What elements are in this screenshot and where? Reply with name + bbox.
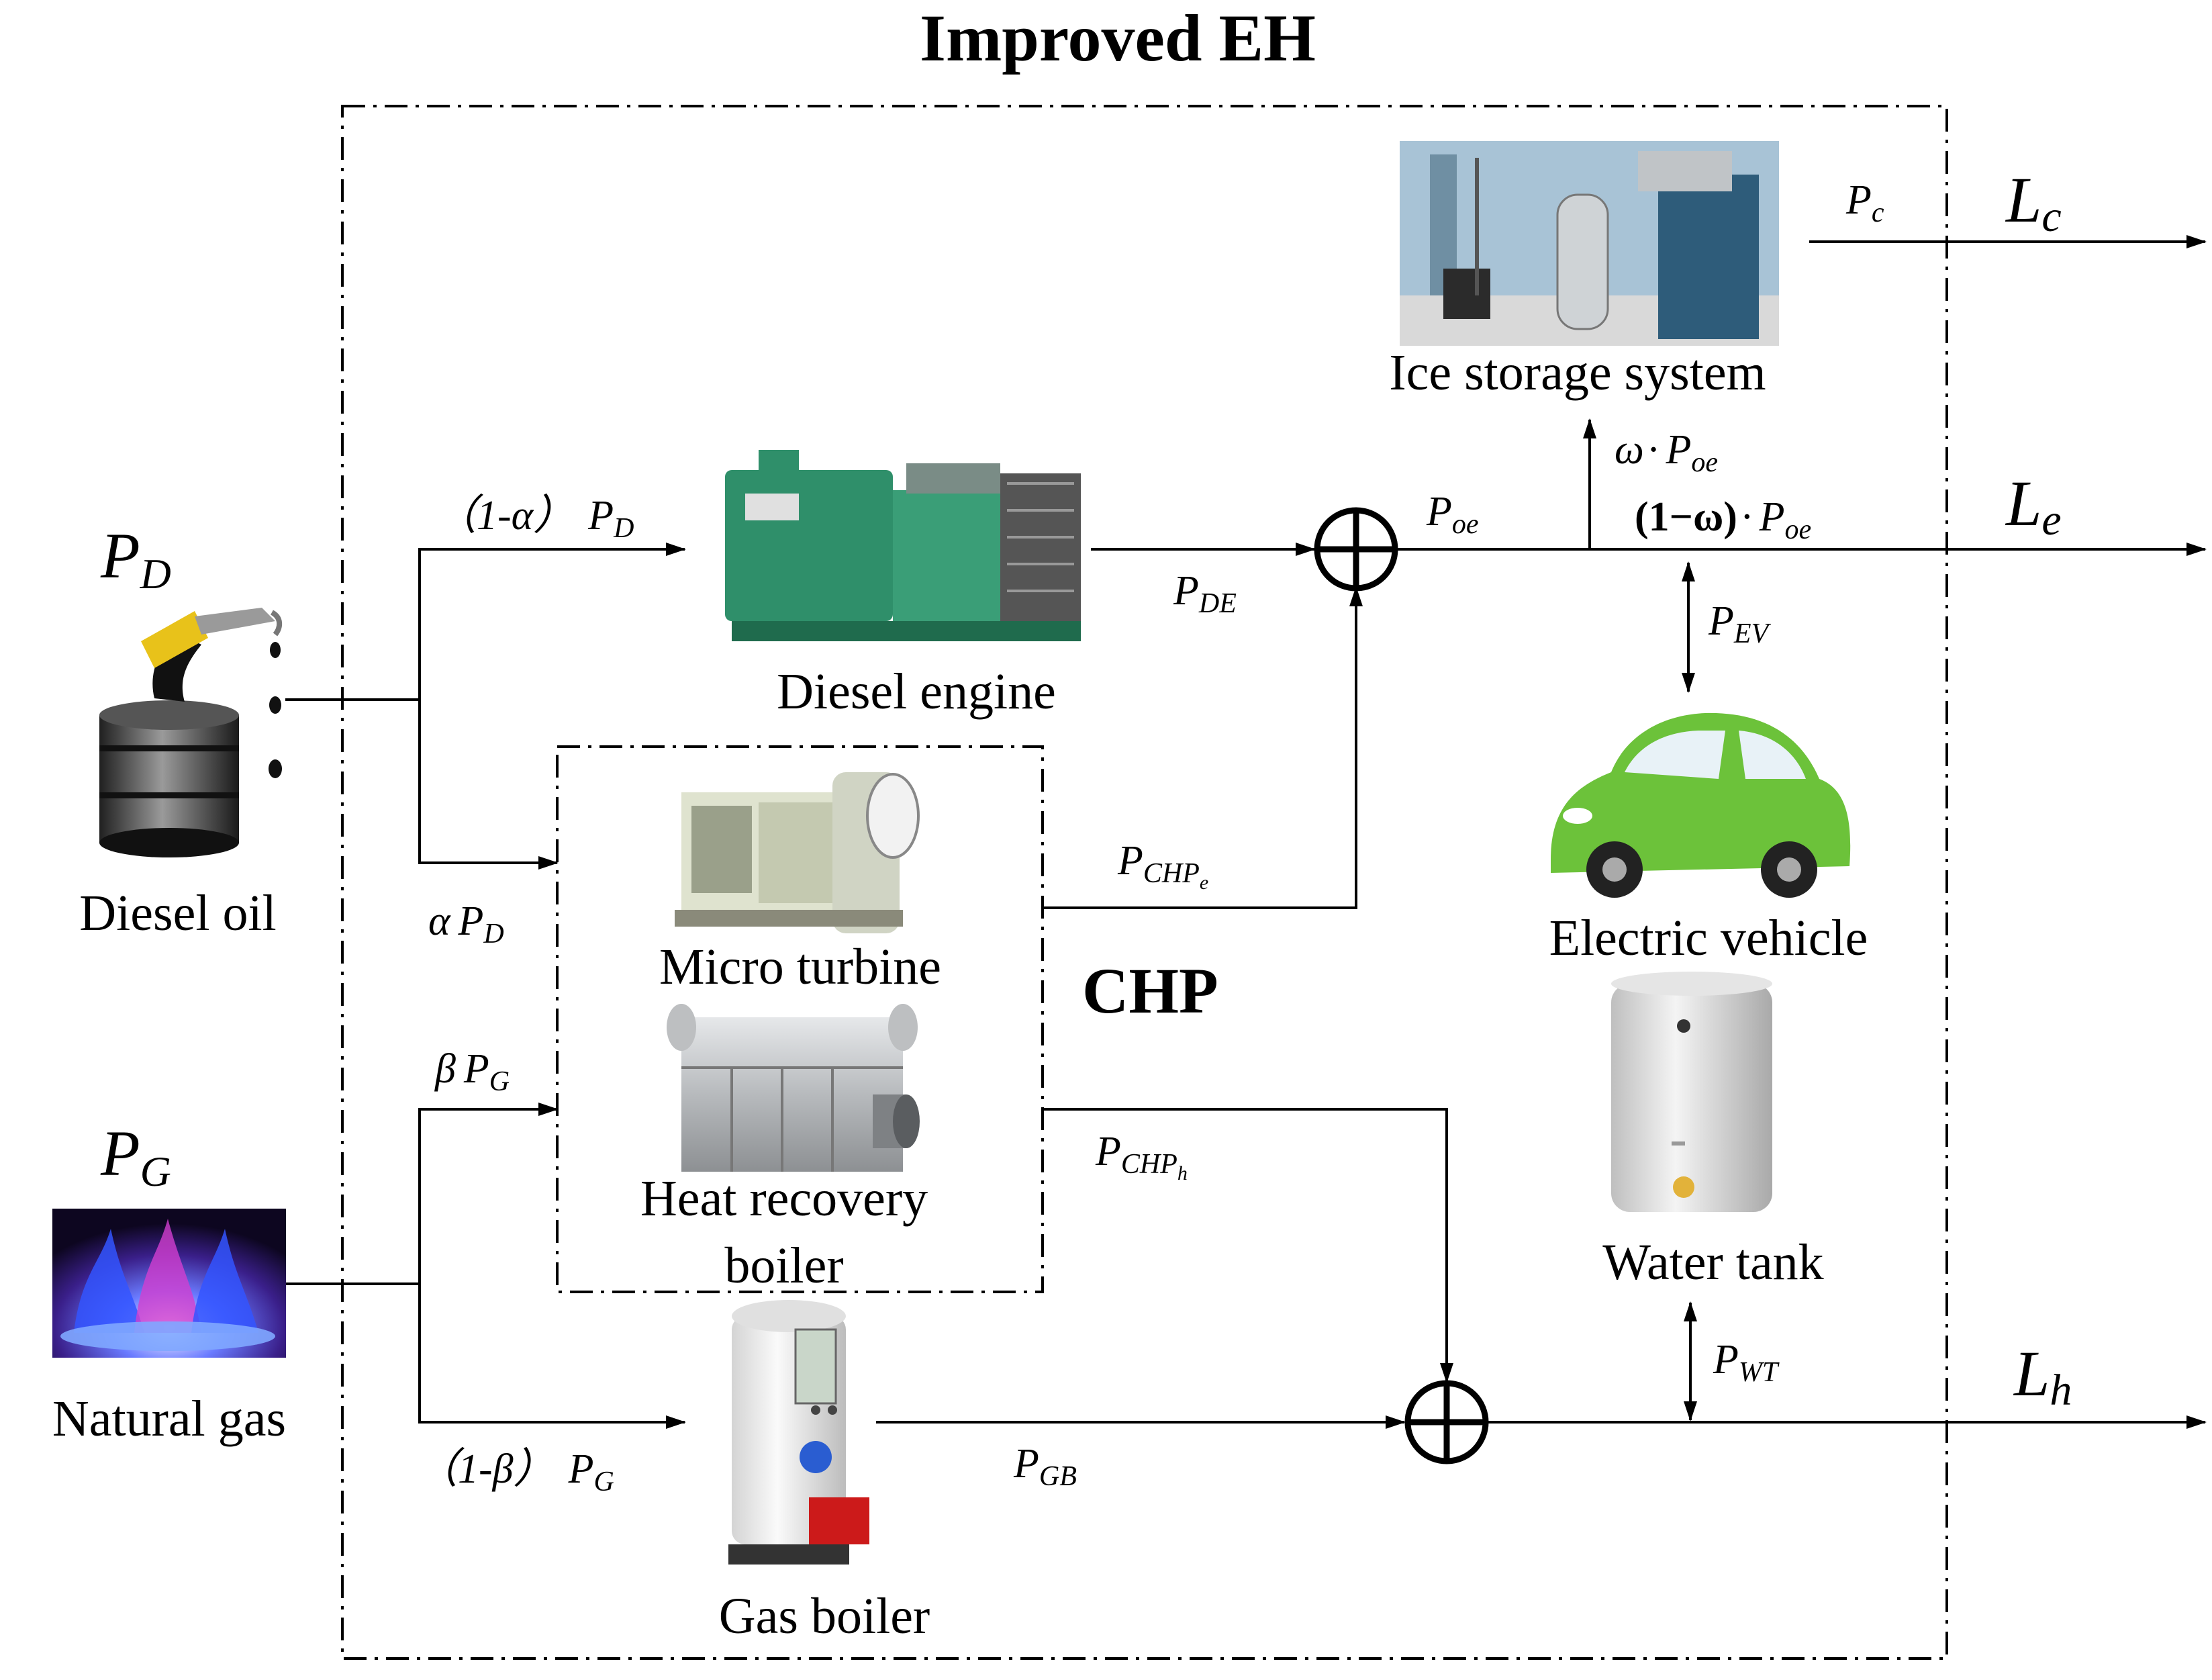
lh-output-label: Lh xyxy=(2013,1338,2072,1415)
p-de-label: PDE xyxy=(1173,568,1237,619)
chp-electric-to-junction-arrow xyxy=(1043,586,1363,909)
ice-storage-system-icon xyxy=(1400,141,1779,346)
chp-boundary xyxy=(556,745,1044,1293)
electric-summing-junction-icon xyxy=(1314,507,1398,592)
omega-p-oe-label: ω·Poe xyxy=(1615,427,1718,478)
micro-turbine-label: Micro turbine xyxy=(659,939,941,995)
diagram-title: Improved EH xyxy=(920,1,1316,75)
p-oe-label: Poe xyxy=(1426,489,1479,540)
p-ev-label: PEV xyxy=(1708,598,1772,649)
diesel-engine-label: Diesel engine xyxy=(777,663,1056,720)
heat-recovery-label-line1: Heat recovery xyxy=(640,1170,928,1227)
diesel-to-chp-arrow xyxy=(418,700,559,870)
gas-boiler-label: Gas boiler xyxy=(719,1588,930,1644)
water-tank-label: Water tank xyxy=(1602,1234,1823,1291)
heat-recovery-label-line2: boiler xyxy=(724,1238,843,1294)
electric-car-icon xyxy=(1551,712,1851,898)
le-output-label: Le xyxy=(2005,467,2062,545)
lc-output-label: Lc xyxy=(2005,164,2062,241)
one-minus-omega-p-oe-label: (1−ω)·Poe xyxy=(1635,494,1811,545)
diesel-oil-label: Diesel oil xyxy=(79,885,276,941)
gas-to-boiler-arrow xyxy=(418,1284,686,1429)
heat-summing-junction-icon xyxy=(1404,1380,1489,1464)
natural-gas-label: Natural gas xyxy=(52,1391,286,1447)
chp-heat-to-junction-arrow xyxy=(1043,1108,1453,1383)
gas-to-chp-arrow xyxy=(418,1103,559,1284)
gas-boiler-icon xyxy=(728,1300,869,1565)
one-minus-alpha-pd-label: （1-α）PD xyxy=(435,493,634,544)
diesel-barrel-nozzle-icon xyxy=(99,608,283,857)
one-minus-beta-pg-label: （1-β）PG xyxy=(416,1446,614,1497)
improved-eh-boundary xyxy=(341,105,1948,1660)
diesel-input-symbol: PD xyxy=(100,520,171,598)
gas-input-symbol: PG xyxy=(100,1117,171,1195)
micro-turbine-icon xyxy=(675,772,920,933)
p-c-label: Pc xyxy=(1845,177,1884,228)
water-tank-icon xyxy=(1611,972,1772,1212)
diesel-to-engine-arrow xyxy=(418,543,686,700)
ice-storage-label: Ice storage system xyxy=(1389,344,1766,401)
gas-flame-icon xyxy=(52,1209,286,1358)
chp-label: CHP xyxy=(1082,955,1218,1027)
electric-vehicle-label: Electric vehicle xyxy=(1549,910,1868,966)
p-chp-e-label: PCHPe xyxy=(1117,838,1208,894)
diesel-generator-icon xyxy=(725,450,1081,641)
heat-recovery-boiler-icon xyxy=(667,1004,920,1172)
p-wt-label: PWT xyxy=(1713,1337,1780,1388)
p-gb-label: PGB xyxy=(1013,1441,1077,1492)
p-chp-h-label: PCHPh xyxy=(1095,1129,1188,1184)
